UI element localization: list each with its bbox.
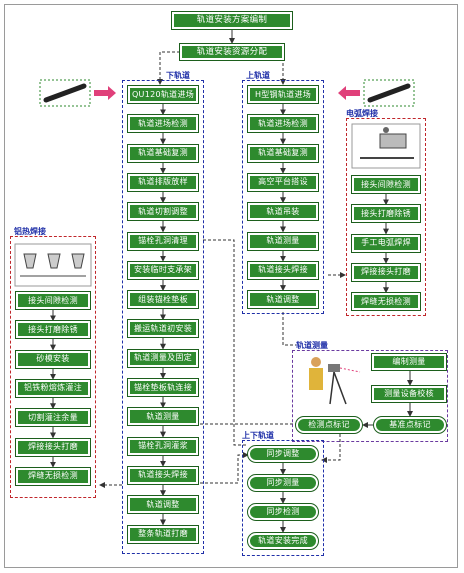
upper-track-step-4: 高空平台搭设: [247, 172, 319, 192]
arc-welding-lane: [346, 118, 426, 316]
lower-track-step-15: 轨道调整: [127, 495, 199, 515]
label-track-survey: 轨道测量: [296, 341, 328, 350]
thermite-welding-step-3: 砂模安装: [15, 349, 91, 369]
arc-welding-step-1: 接头间隙检测: [351, 175, 421, 194]
track-survey-lane: [292, 350, 448, 442]
thermite-welding-step-6: 焊接接头打磨: [15, 437, 91, 457]
label-upper-track: 上轨道: [246, 71, 270, 80]
survey-calibration-box: 测量设备校核: [371, 385, 447, 403]
lower-track-step-13: 锚栓孔洞灌浆: [127, 436, 199, 456]
upper-track-step-8: 轨道调整: [247, 290, 319, 310]
lower-track-step-3: 轨道基础复测: [127, 143, 199, 163]
survey-prep-box: 编制测量: [371, 353, 447, 371]
upper-track-step-5: 轨道吊装: [247, 202, 319, 222]
survey-inspection-box: 检测点标记: [295, 416, 363, 434]
label-thermite-welding: 铝热焊接: [14, 227, 46, 236]
upper-track-step-2: 轨道进场检测: [247, 114, 319, 134]
sync-step-1: 同步调整: [247, 445, 319, 463]
arc-welding-step-3: 手工电弧焊焊: [351, 233, 421, 253]
sync-step-3: 同步检测: [247, 503, 319, 521]
lower-track-step-7: 安装临时支承架: [127, 260, 199, 280]
lower-track-step-4: 轨道排版放样: [127, 172, 199, 192]
sync-lane: [242, 440, 324, 556]
sync-step-4: 轨道安装完成: [247, 532, 319, 550]
lower-track-step-10: 轨道测量及固定: [127, 348, 199, 368]
pink-arrow-icons: [94, 86, 360, 100]
lower-track-step-1: QU120轨道进场: [127, 85, 199, 104]
label-up-down-track: 上下轨道: [242, 431, 274, 440]
survey-baseline-box: 基准点标记: [373, 416, 447, 434]
upper-track-step-7: 轨道接头焊接: [247, 260, 319, 280]
sync-step-2: 同步测量: [247, 474, 319, 492]
connector-lower-sync: [200, 452, 249, 484]
connector-upper-sync: [203, 239, 248, 446]
lower-track-step-5: 轨道切割调整: [127, 202, 199, 222]
lower-track-step-6: 锚栓孔洞清理: [127, 231, 199, 251]
plan-title-box: 轨道安装方案编制: [171, 11, 293, 30]
label-arc-welding: 电弧焊接: [346, 109, 378, 118]
rail-image-right: [363, 79, 415, 107]
upper-track-step-3: 轨道基础复测: [247, 143, 319, 163]
surveyor-illustration: [309, 357, 361, 405]
thermite-welding-lane: [10, 236, 96, 498]
resource-allocation-box: 轨道安装资源分配: [179, 43, 285, 61]
rail-image-left: [39, 79, 91, 107]
lower-track-step-8: 组装锚栓垫板: [127, 290, 199, 310]
upper-track-lane: [242, 80, 324, 314]
arc-welding-step-5: 焊缝无损检测: [351, 292, 421, 312]
upper-track-step-6: 轨道测量: [247, 231, 319, 251]
thermite-welding-step-5: 切割灌注余量: [15, 408, 91, 428]
connector-survey-sync: [321, 434, 341, 463]
thermite-welding-step-4: 铝铁粉熔炼灌注: [15, 378, 91, 398]
connector-upper-survey: [282, 312, 296, 346]
lower-track-step-16: 整条轨道打磨: [127, 524, 199, 544]
outer-frame: [4, 4, 458, 568]
arrow-left-icon: [338, 86, 360, 100]
lower-track-step-2: 轨道进场检测: [127, 114, 199, 134]
thermite-welding-step-1: 接头间隙检测: [15, 291, 91, 310]
lower-track-step-11: 锚栓垫板轨连接: [127, 378, 199, 397]
thermite-welding-step-2: 接头打磨除锈: [15, 320, 91, 340]
lower-track-lane: [122, 80, 204, 554]
arc-welding-illustration: [351, 123, 421, 169]
thermite-illustration: [14, 243, 92, 287]
lower-track-step-9: 搬运轨道初安装: [127, 319, 199, 339]
lower-track-step-12: 轨道测量: [127, 407, 199, 427]
arc-welding-step-4: 焊接接头打磨: [351, 262, 421, 282]
thermite-welding-step-7: 焊缝无损检测: [15, 466, 91, 486]
arc-welding-step-2: 接头打磨除锈: [351, 204, 421, 224]
arrow-right-icon: [94, 86, 116, 100]
upper-track-step-1: H型钢轨道进场: [247, 85, 319, 104]
label-lower-track: 下轨道: [166, 71, 190, 80]
lower-track-step-14: 轨道接头焊接: [127, 465, 199, 485]
